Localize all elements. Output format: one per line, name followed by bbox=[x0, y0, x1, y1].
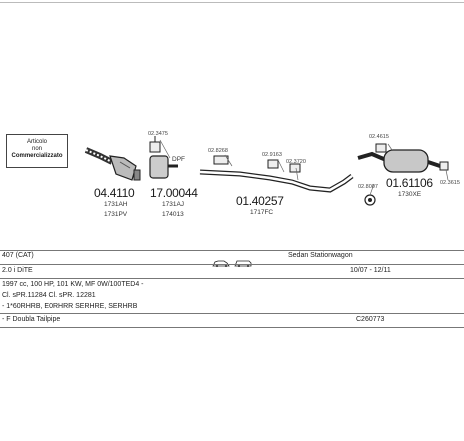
clamp-icon bbox=[149, 136, 161, 153]
flex-pipe-icon bbox=[84, 147, 114, 165]
catalyst-ref-2: 1731PV bbox=[104, 211, 128, 218]
station-wagon-icon bbox=[234, 254, 252, 272]
dpf-ref-1: 1731AJ bbox=[162, 201, 185, 208]
exhaust-system-diagram bbox=[84, 136, 449, 206]
dpf-label: DPF bbox=[172, 156, 185, 163]
middle-pipe-icon bbox=[199, 169, 354, 193]
leader-lines bbox=[159, 139, 449, 196]
catalyst-ref-1: 1731AH bbox=[104, 201, 128, 208]
rubber-hanger-icon bbox=[364, 194, 376, 206]
clamp-icon-6 bbox=[439, 161, 449, 171]
dpf-ref-2: 174013 bbox=[162, 211, 184, 218]
notice-line-1: Articolo bbox=[26, 139, 47, 145]
table-bottom-line bbox=[0, 327, 464, 328]
part-code-catalyst: 04.4110 bbox=[94, 186, 135, 200]
clamp-ref-3: 02.9163 bbox=[262, 152, 282, 158]
part-code-middle-pipe: 01.40257 bbox=[236, 194, 284, 208]
middle-pipe-ref-1: 1717FC bbox=[250, 209, 274, 216]
part-code-dpf: 17.00044 bbox=[150, 186, 198, 200]
clamp-ref-6: 02.8007 bbox=[358, 184, 378, 190]
body-type: Sedan Stationwagon bbox=[288, 252, 353, 259]
vehicle-model: 407 (CAT) bbox=[2, 252, 34, 259]
clamp-icon-3 bbox=[267, 159, 279, 169]
tailpipe-type: - F Doubla Tailpipe bbox=[2, 316, 61, 323]
production-years: 10/07 - 12/11 bbox=[350, 267, 391, 274]
clamp-ref-2: 02.8268 bbox=[208, 148, 228, 154]
control-codes: Cl. sPR.11284 Cl. sPR. 12281 bbox=[2, 292, 96, 299]
table-top-line bbox=[0, 250, 464, 251]
notice-line-3: Commercializzato bbox=[11, 153, 63, 159]
catalytic-converter-icon bbox=[109, 155, 141, 181]
clamp-ref-5: 02.4615 bbox=[369, 134, 389, 140]
dpf-filter-icon bbox=[149, 155, 178, 179]
engine-spec: 1997 cc, 100 HP, 101 KW, MF 0W/100TED4 - bbox=[2, 281, 144, 288]
clamp-icon-4 bbox=[289, 163, 301, 173]
part-code-rear-muffler: 01.61106 bbox=[386, 176, 433, 190]
clamp-icon-5 bbox=[375, 143, 387, 153]
sedan-icon bbox=[212, 254, 230, 272]
clamp-ref-1: 02.3475 bbox=[148, 131, 168, 137]
top-divider bbox=[0, 2, 464, 3]
table-line-3 bbox=[0, 278, 464, 279]
not-commercialized-notice: Articolo non Commercializzato bbox=[6, 134, 68, 168]
engine: 2.0 i DiTE bbox=[2, 267, 33, 274]
engine-codes: - 1*60RHRB, E0RHRR SERHRE, SERHRB bbox=[2, 303, 138, 310]
table-line-2 bbox=[0, 264, 464, 265]
clamp-ref-7: 02.3615 bbox=[440, 180, 460, 186]
clamp-icon-2 bbox=[213, 155, 229, 165]
catalog-number: C260773 bbox=[356, 316, 385, 323]
notice-line-2: non bbox=[31, 146, 42, 152]
table-line-4 bbox=[0, 313, 464, 314]
clamp-ref-4: 02.3720 bbox=[286, 159, 306, 165]
rear-muffler-icon bbox=[357, 149, 441, 173]
rear-muffler-ref-1: 1730XE bbox=[398, 191, 422, 198]
